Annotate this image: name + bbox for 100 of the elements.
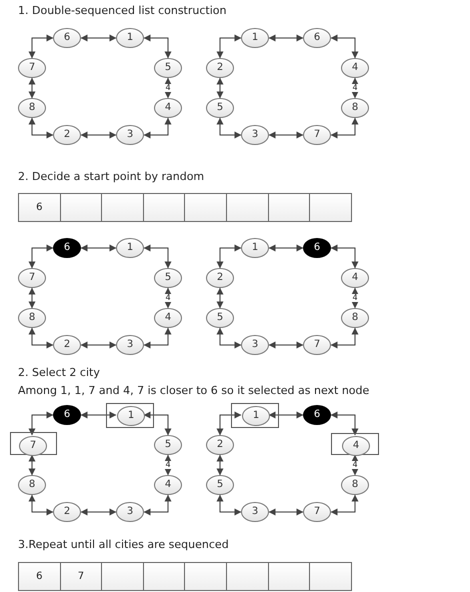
city-node: 5 bbox=[154, 268, 182, 288]
city-node: 3 bbox=[116, 125, 144, 145]
double-arrow bbox=[216, 118, 242, 138]
city-node: 8 bbox=[18, 308, 46, 328]
double-arrow bbox=[144, 244, 172, 268]
double-arrow bbox=[216, 454, 224, 476]
dashed-arrow bbox=[164, 78, 172, 98]
city-node: 7 bbox=[303, 125, 331, 145]
double-arrow bbox=[80, 508, 116, 516]
selected-city-node: 6 bbox=[53, 405, 81, 425]
double-arrow bbox=[216, 288, 224, 308]
double-arrow bbox=[80, 34, 116, 42]
highlight-box bbox=[106, 403, 154, 428]
city-node: 5 bbox=[206, 475, 234, 495]
selected-city-node: 6 bbox=[303, 405, 331, 425]
dashed-arrow bbox=[352, 454, 358, 476]
dashed-arrow bbox=[352, 288, 358, 308]
double-arrow bbox=[268, 34, 304, 42]
double-arrow bbox=[330, 118, 358, 138]
city-node: 1 bbox=[241, 28, 269, 48]
city-node: 1 bbox=[117, 406, 145, 426]
double-arrow bbox=[216, 494, 242, 516]
double-arrow bbox=[28, 494, 54, 516]
city-node: 4 bbox=[341, 268, 369, 288]
double-arrow bbox=[330, 34, 358, 58]
city-node: 5 bbox=[154, 58, 182, 78]
city-node: 7 bbox=[303, 335, 331, 355]
city-node: 8 bbox=[341, 475, 369, 495]
double-arrow bbox=[144, 494, 172, 516]
city-node: 2 bbox=[53, 125, 81, 145]
city-node: 4 bbox=[154, 308, 182, 328]
double-arrow bbox=[80, 342, 116, 348]
city-node: 1 bbox=[116, 238, 144, 258]
city-node: 8 bbox=[341, 308, 369, 328]
double-arrow bbox=[28, 244, 54, 268]
city-node: 7 bbox=[18, 268, 46, 288]
section-heading: Among 1, 1, 7 and 4, 7 is closer to 6 so it selected as next node bbox=[18, 384, 370, 398]
double-arrow bbox=[144, 412, 172, 436]
city-node: 3 bbox=[116, 502, 144, 522]
double-arrow bbox=[268, 244, 304, 252]
city-node: 2 bbox=[53, 335, 81, 355]
edge-label: 4 bbox=[351, 84, 359, 92]
city-node: 5 bbox=[206, 308, 234, 328]
city-node: 6 bbox=[303, 28, 331, 48]
selected-city-node: 6 bbox=[303, 238, 331, 258]
double-arrow bbox=[28, 412, 54, 436]
selected-city-node: 6 bbox=[53, 238, 81, 258]
dashed-arrow bbox=[352, 78, 358, 98]
city-node: 4 bbox=[154, 98, 182, 118]
city-node: 5 bbox=[206, 98, 234, 118]
city-node: 3 bbox=[241, 502, 269, 522]
city-node: 5 bbox=[154, 435, 182, 455]
city-node: 7 bbox=[18, 58, 46, 78]
double-arrow bbox=[268, 132, 304, 138]
edge-label: 4 bbox=[351, 461, 359, 469]
double-arrow bbox=[330, 494, 358, 516]
highlight-box bbox=[331, 433, 379, 455]
double-arrow bbox=[28, 288, 36, 308]
city-node: 2 bbox=[206, 268, 234, 288]
city-node: 4 bbox=[341, 58, 369, 78]
section-heading: 3.Repeat until all cities are sequenced bbox=[18, 538, 229, 552]
city-node: 7 bbox=[19, 436, 47, 456]
city-node: 2 bbox=[206, 58, 234, 78]
city-node: 2 bbox=[53, 502, 81, 522]
double-arrow bbox=[216, 78, 224, 98]
city-node: 6 bbox=[53, 28, 81, 48]
table-cell: 7 bbox=[60, 562, 102, 591]
city-node: 8 bbox=[18, 98, 46, 118]
dashed-arrow bbox=[164, 288, 172, 308]
city-node: 2 bbox=[206, 435, 234, 455]
edge-label: 4 bbox=[351, 294, 359, 302]
double-arrow bbox=[268, 508, 304, 516]
double-arrow bbox=[28, 328, 54, 348]
city-node: 1 bbox=[116, 28, 144, 48]
double-arrow bbox=[216, 34, 242, 58]
double-arrow bbox=[28, 118, 54, 138]
highlight-box bbox=[231, 403, 279, 428]
table-cell: 6 bbox=[18, 562, 61, 591]
section-heading: 2. Select 2 city bbox=[18, 366, 100, 380]
city-node: 8 bbox=[18, 475, 46, 495]
double-arrow bbox=[28, 454, 36, 476]
double-arrow bbox=[80, 412, 116, 418]
city-node: 4 bbox=[154, 475, 182, 495]
city-node: 8 bbox=[341, 98, 369, 118]
double-arrow bbox=[144, 34, 172, 58]
double-arrow bbox=[330, 244, 358, 268]
double-arrow bbox=[330, 412, 358, 436]
table-cell: 6 bbox=[18, 193, 61, 222]
double-arrow bbox=[216, 244, 242, 268]
double-arrow bbox=[216, 328, 242, 348]
double-arrow bbox=[330, 328, 358, 348]
section-heading: 1. Double-sequenced list construction bbox=[18, 4, 226, 18]
edge-label: 4 bbox=[164, 461, 172, 469]
dashed-arrow bbox=[164, 454, 172, 476]
double-arrow bbox=[268, 412, 304, 418]
highlight-box bbox=[10, 432, 57, 455]
city-node: 3 bbox=[116, 335, 144, 355]
double-arrow bbox=[268, 342, 304, 348]
city-node: 7 bbox=[303, 502, 331, 522]
double-arrow bbox=[80, 244, 116, 252]
